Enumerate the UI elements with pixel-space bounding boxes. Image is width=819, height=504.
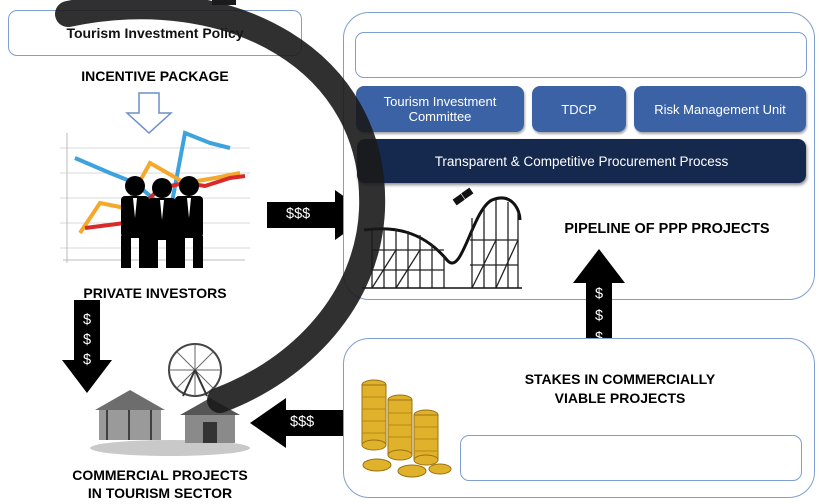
private-investors-label: PRIVATE INVESTORS: [83, 285, 227, 301]
stakes-label: STAKES IN COMMERCIALLY VIABLE PROJECTS: [470, 370, 770, 408]
investors-chart-image: [60, 130, 250, 268]
stakes-label-line1: STAKES IN COMMERCIALLY: [524, 371, 716, 387]
commercial-projects-line2: IN TOURISM SECTOR: [87, 485, 233, 501]
procurement-process-box: Transparent & Competitive Procurement Pr…: [357, 139, 806, 183]
tourism-investment-committee-text: Tourism Investment Committee: [383, 94, 497, 124]
money-arrow-left: [250, 398, 354, 448]
pipeline-label: PIPELINE OF PPP PROJECTS: [564, 221, 770, 237]
tourism-investment-committee: Tourism Investment Committee: [356, 86, 524, 132]
risk-management-unit-text: Risk Management Unit: [654, 101, 786, 117]
hollow-down-arrow: [125, 92, 173, 135]
down-dollar-1: $: [82, 312, 92, 328]
money-arrow-right-label: $$$: [286, 206, 311, 222]
tdcp-box: TDCP: [532, 86, 626, 132]
commercial-projects-label: COMMERCIAL PROJECTS IN TOURISM SECTOR: [25, 466, 295, 502]
down-dollar-3: $: [82, 352, 92, 368]
commercial-projects-line1: COMMERCIAL PROJECTS: [72, 467, 248, 483]
panel-header-box: [355, 32, 807, 78]
up-dollar-1: $: [594, 286, 604, 302]
policy-box-text: Tourism Investment Policy: [66, 25, 244, 41]
stakes-empty-box: [460, 435, 802, 481]
down-dollar-2: $: [82, 332, 92, 348]
risk-management-unit: Risk Management Unit: [634, 86, 806, 132]
money-arrow-left-label: $$$: [290, 414, 315, 430]
tdcp-text: TDCP: [561, 101, 597, 117]
stakes-label-line2: VIABLE PROJECTS: [554, 390, 686, 406]
money-arrow-down: [62, 300, 112, 393]
gold-coins-image: [361, 379, 452, 478]
amusement-park-image: [90, 343, 250, 456]
money-arrow-down-labels: $ $ $: [77, 310, 97, 370]
up-dollar-2: $: [594, 308, 604, 324]
incentive-package-label: INCENTIVE PACKAGE: [81, 68, 229, 84]
procurement-process-text: Transparent & Competitive Procurement Pr…: [434, 153, 729, 169]
